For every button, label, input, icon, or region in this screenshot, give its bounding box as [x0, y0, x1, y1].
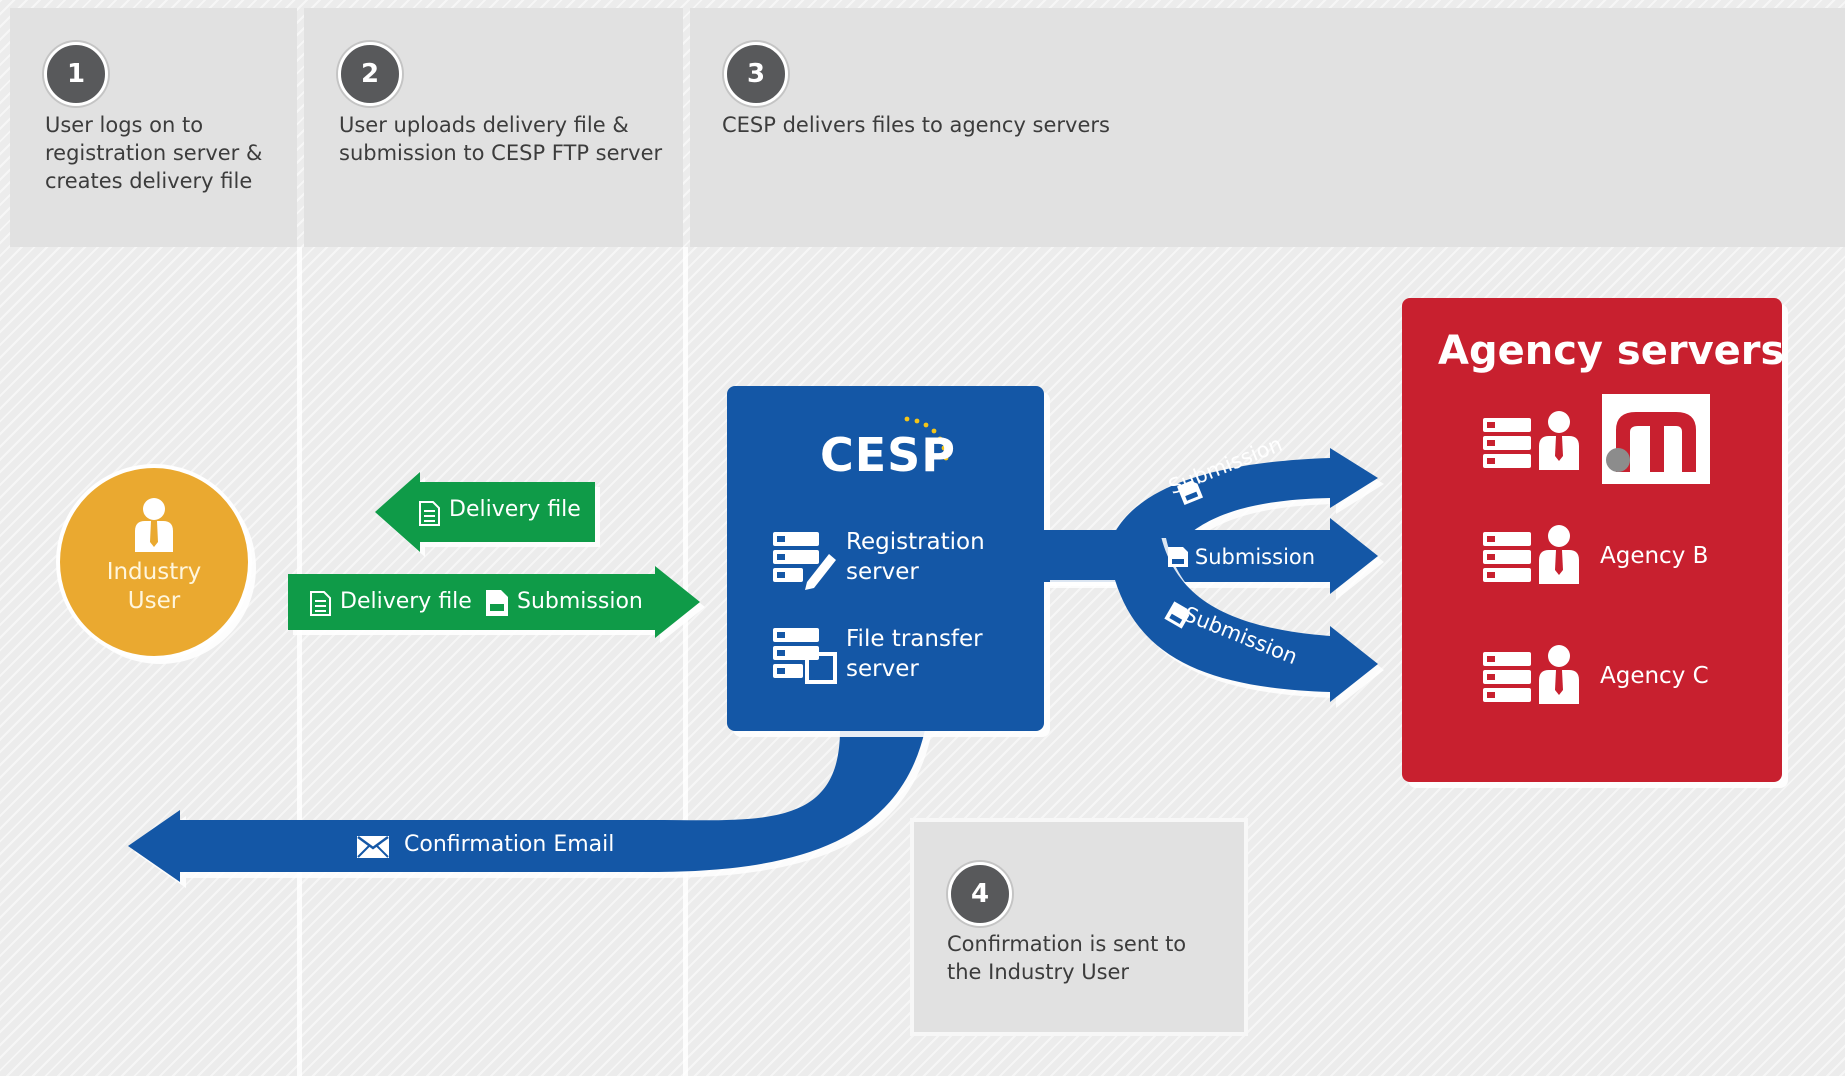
agency-a-person-icon — [1539, 411, 1579, 470]
user-icon — [135, 498, 173, 552]
confirmation-email-label: Confirmation Email — [404, 832, 615, 857]
step-4-panel: 4 Confirmation is sent to the Industry U… — [910, 818, 1248, 1036]
step-1-text: User logs on to registration server & cr… — [45, 113, 263, 193]
column-divider — [683, 247, 688, 1076]
submission-label-middle: Submission — [1195, 545, 1315, 569]
step-2-text: User uploads delivery file & submission … — [339, 113, 663, 165]
step-2-panel: 2 User uploads delivery file & submissio… — [304, 8, 683, 247]
confirmation-email-arrow — [128, 730, 925, 882]
agency-c-server-icon — [1483, 652, 1531, 702]
submission-fan-arrows: Submission Submission Submission — [1044, 432, 1384, 708]
cesp-title: CESP — [820, 428, 957, 482]
agency-b-person-icon — [1539, 525, 1579, 584]
document-icon — [310, 591, 331, 616]
submission-icon — [1168, 547, 1188, 567]
submission-forward-label: Submission — [517, 589, 643, 614]
eu-stars-icon — [904, 416, 949, 461]
delivery-file-back-label: Delivery file — [449, 497, 581, 522]
agency-logo — [1602, 394, 1710, 484]
envelope-icon — [357, 835, 389, 858]
industry-user-line2: User — [127, 588, 181, 614]
industry-user-line1: Industry — [106, 559, 202, 585]
file-transfer-server-line2: server — [846, 656, 919, 682]
step-3-text: CESP delivers files to agency servers — [722, 113, 1110, 137]
agency-c-label: Agency C — [1600, 663, 1709, 689]
registration-server-label: Registration server — [846, 527, 985, 587]
submission-icon — [486, 590, 508, 616]
submission-icon — [1164, 601, 1190, 629]
step-4-badge: 4 — [948, 862, 1012, 926]
delivery-file-forward-label: Delivery file — [340, 589, 472, 614]
file-transfer-server-icon — [773, 628, 837, 684]
agency-b-server-icon — [1483, 532, 1531, 582]
delivery-file-back-arrow — [375, 472, 595, 552]
step-2-badge: 2 — [338, 42, 402, 106]
registration-server-line2: server — [846, 559, 919, 585]
step-1-panel: 1 User logs on to registration server & … — [10, 8, 297, 247]
file-transfer-server-line1: File transfer — [846, 626, 983, 652]
submission-arrow-bottom — [1044, 532, 1378, 702]
registration-server-line1: Registration — [846, 529, 985, 555]
cesp-box — [727, 386, 1044, 731]
industry-user-label: Industry User — [103, 558, 205, 616]
step-3-badge: 3 — [724, 42, 788, 106]
submission-icon — [1176, 480, 1204, 506]
step-3-panel: 3 CESP delivers files to agency servers — [690, 8, 1845, 247]
step-4-text: Confirmation is sent to the Industry Use… — [947, 932, 1187, 984]
agency-servers-title: Agency servers — [1438, 328, 1785, 374]
agency-a-server-icon — [1483, 418, 1531, 468]
agency-c-person-icon — [1539, 645, 1579, 704]
step-1-badge: 1 — [44, 42, 108, 106]
file-transfer-server-label: File transfer server — [846, 624, 983, 684]
industry-user-circle — [56, 464, 252, 660]
registration-server-icon — [773, 532, 836, 590]
agency-b-label: Agency B — [1600, 543, 1709, 569]
column-divider — [297, 247, 302, 1076]
document-icon — [419, 501, 440, 526]
